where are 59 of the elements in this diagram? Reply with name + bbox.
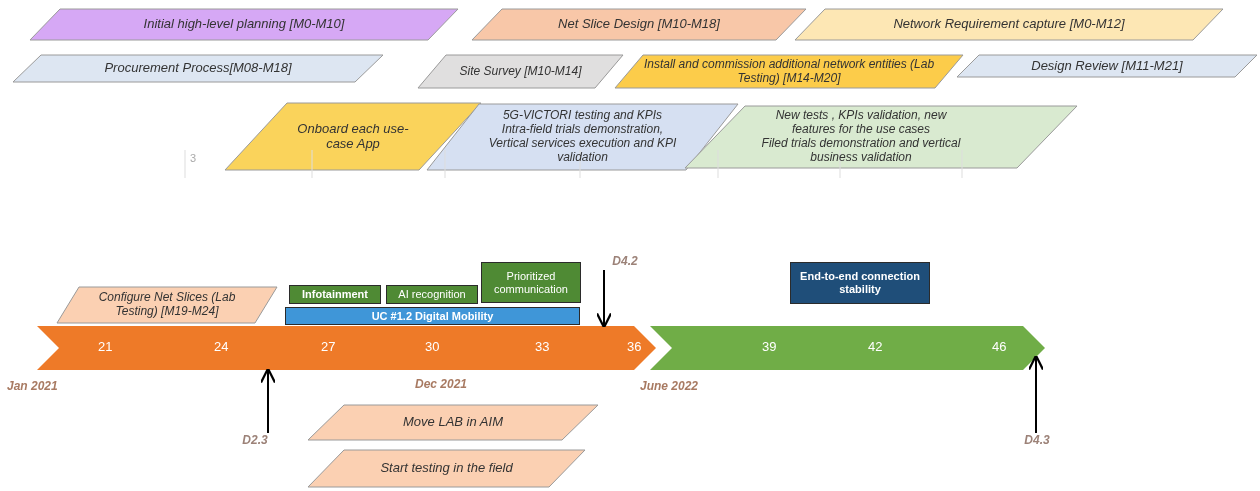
- task-text: Filed trials demonstration and vertical business validation: [760, 137, 962, 165]
- task-text: 5G-VICTORI testing and KPIs: [502, 109, 663, 124]
- tick-number: 24: [214, 340, 229, 355]
- task-text: End-to-end connection stability: [799, 270, 921, 296]
- timeline-band: [650, 326, 1045, 370]
- task-text: Site Survey [M10-M14]: [459, 64, 582, 79]
- task-text: Prioritized communication: [493, 269, 569, 296]
- parallelogram-box: [795, 9, 1223, 40]
- activity-box: [790, 262, 930, 304]
- tick-number: 30: [425, 340, 440, 355]
- tick-number: 27: [321, 340, 336, 355]
- task-text: Move LAB in AIM: [403, 415, 503, 430]
- activity-box: [289, 285, 381, 304]
- task-text: Procurement Process[M08-M18]: [104, 61, 292, 76]
- task-text: Net Slice Design [M10-M18]: [558, 17, 720, 32]
- timeline-band: [37, 326, 656, 370]
- parallelogram-box: [957, 55, 1257, 77]
- parallelogram-box: [685, 106, 1077, 168]
- date-label: Jan 2021: [7, 379, 58, 393]
- task-text: UC #1.2 Digital Mobility: [371, 309, 494, 323]
- tick-number: 36: [627, 340, 642, 355]
- task-text: Install and commission additional network entities (Lab Testing) [M14-M20]: [642, 57, 936, 86]
- parallelogram-box: [308, 405, 598, 440]
- task-text: Initial high-level planning [M0-M10]: [143, 17, 345, 32]
- task-text: Intra-field trials demonstration, Vertical services execution and KPI validation: [487, 123, 678, 165]
- task-text: Infotainment: [302, 288, 368, 301]
- parallelogram-box: [472, 9, 806, 40]
- parallelogram-box: [427, 104, 738, 170]
- task-text: AI recognition: [398, 288, 466, 301]
- parallelogram-box: [57, 287, 277, 323]
- parallelogram-box: [615, 55, 963, 88]
- milestone-arrow: [259, 367, 277, 434]
- milestone-text: D4.2: [612, 255, 638, 269]
- tick-number: 42: [868, 340, 883, 355]
- date-label: Dec 2021: [415, 377, 468, 391]
- parallelogram-box: [308, 450, 585, 487]
- parallelogram-box: [225, 103, 481, 170]
- task-text: Onboard each use-case App: [296, 121, 410, 152]
- milestone-arrow: [1027, 354, 1045, 434]
- milestone-text: D4.3: [1024, 434, 1050, 448]
- tick-number: 39: [762, 340, 777, 355]
- parallelogram-box: [418, 55, 623, 88]
- axis-number: 3: [190, 152, 197, 164]
- activity-box: [285, 307, 580, 325]
- milestone-text: D2.3: [242, 434, 268, 448]
- task-text: New tests , KPIs validation, new features for the use cases: [774, 109, 948, 137]
- task-text: Network Requirement capture [M0-M12]: [893, 17, 1125, 32]
- task-text: Configure Net Slices (Lab Testing) [M19-M24]: [97, 291, 237, 319]
- activity-box: [386, 285, 478, 304]
- date-label: June 2022: [640, 379, 699, 393]
- parallelogram-box: [30, 9, 458, 40]
- task-text: Start testing in the field: [380, 461, 513, 476]
- task-text: Design Review [M11-M21]: [1031, 58, 1183, 74]
- parallelogram-box: [13, 55, 383, 82]
- tick-number: 46: [992, 340, 1007, 355]
- activity-box: [481, 262, 581, 303]
- milestone-arrow: [595, 269, 613, 329]
- tick-number: 33: [535, 340, 550, 355]
- tick-number: 21: [98, 340, 113, 355]
